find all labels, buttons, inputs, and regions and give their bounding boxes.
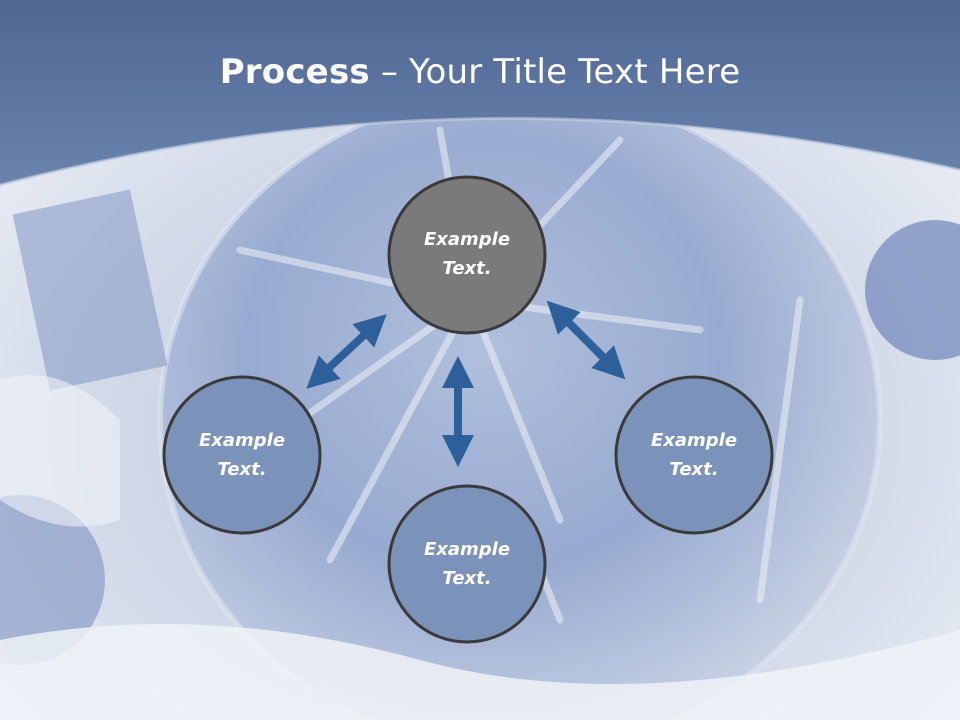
- slide-title-bold: Process: [219, 52, 370, 92]
- node-right-line2: Text.: [669, 459, 719, 480]
- node-left-line2: Text.: [217, 459, 267, 480]
- node-bottom-line1: Example: [423, 539, 511, 560]
- side-ornament-left: [0, 495, 105, 665]
- arrow-top-right: [546, 300, 626, 380]
- node-right: [614, 375, 774, 535]
- arrow-top-left: [306, 314, 387, 389]
- node-top: [387, 175, 547, 335]
- ornament-ball: [160, 90, 880, 724]
- node-bottom: [387, 484, 547, 644]
- node-right-line1: Example: [650, 430, 738, 451]
- node-bottom-label: Example Text.: [392, 535, 542, 593]
- slide-title: Process – Your Title Text Here: [0, 52, 960, 92]
- node-left: [162, 375, 322, 535]
- header-band: [0, 0, 960, 185]
- side-ornament-right: [865, 220, 960, 360]
- node-top-line1: Example: [423, 229, 511, 250]
- node-left-line1: Example: [198, 430, 286, 451]
- slide-title-rest: – Your Title Text Here: [369, 52, 741, 92]
- node-left-label: Example Text.: [167, 426, 317, 484]
- node-top-label: Example Text.: [392, 225, 542, 283]
- node-right-label: Example Text.: [619, 426, 769, 484]
- node-bottom-line2: Text.: [442, 568, 492, 589]
- node-top-line2: Text.: [442, 258, 492, 279]
